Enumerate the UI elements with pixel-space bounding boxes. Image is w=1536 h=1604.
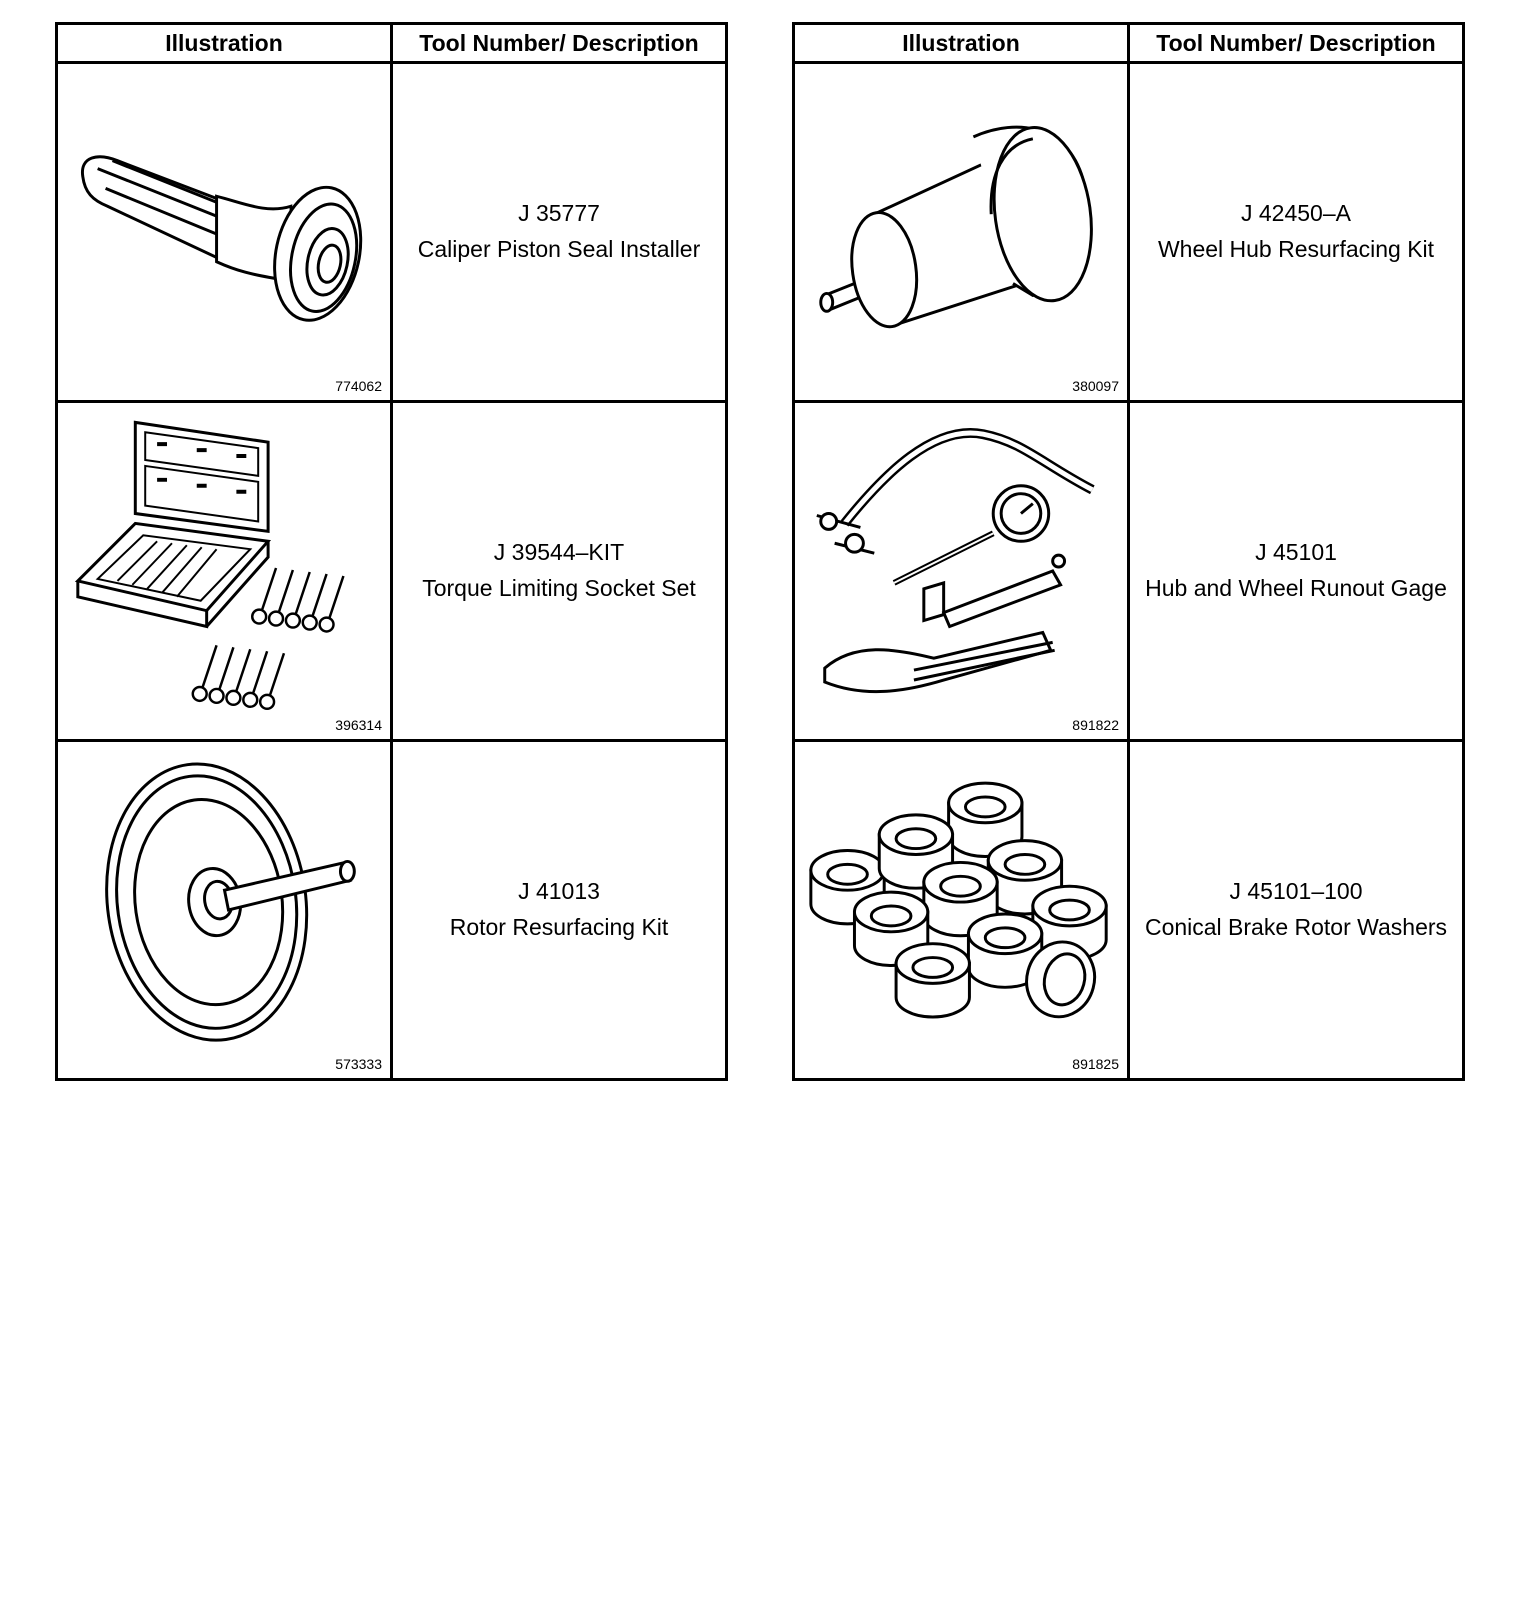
tool-description: Hub and Wheel Runout Gage xyxy=(1145,575,1447,601)
tools-table-left: Illustration Tool Number/ Description 77… xyxy=(55,22,728,1081)
figure-number: 774062 xyxy=(335,378,382,394)
tool-header: Tool Number/ Description xyxy=(390,22,728,64)
tool-number: J 35777 xyxy=(518,200,600,227)
washers-illustration xyxy=(809,781,1108,1019)
table-row: 573333 J 41013 Rotor Resurfacing Kit xyxy=(55,739,728,1081)
tool-header: Tool Number/ Description xyxy=(1127,22,1465,64)
tool-description: Torque Limiting Socket Set xyxy=(422,575,696,601)
tool-cell: J 41013 Rotor Resurfacing Kit xyxy=(390,739,728,1081)
illustration-cell: 380097 xyxy=(792,61,1130,403)
tool-number: J 42450–A xyxy=(1241,200,1351,227)
tool-description: Caliper Piston Seal Installer xyxy=(417,236,701,262)
tool-cell: J 42450–A Wheel Hub Resurfacing Kit xyxy=(1127,61,1465,403)
table-row: 774062 J 35777 Caliper Piston Seal Insta… xyxy=(55,61,728,403)
table-row: 396314 J 39544–KIT Torque Limiting Socke… xyxy=(55,400,728,742)
rotor-kit-illustration xyxy=(105,762,356,1042)
tool-cell: J 45101 Hub and Wheel Runout Gage xyxy=(1127,400,1465,742)
hub-kit-illustration xyxy=(819,125,1093,329)
tool-description: Wheel Hub Resurfacing Kit xyxy=(1157,236,1435,262)
tool-cell: J 45101–100 Conical Brake Rotor Washers xyxy=(1127,739,1465,1081)
tool-cell: J 39544–KIT Torque Limiting Socket Set xyxy=(390,400,728,742)
illustration-cell: 573333 xyxy=(55,739,393,1081)
illustration-header: Illustration xyxy=(55,22,393,64)
socket-set-illustration xyxy=(74,420,345,710)
figure-number: 891822 xyxy=(1072,717,1119,733)
table-row: 891825 J 45101–100 Conical Brake Rotor W… xyxy=(792,739,1465,1081)
tool-description: Conical Brake Rotor Washers xyxy=(1144,914,1448,940)
tool-description: Rotor Resurfacing Kit xyxy=(449,914,669,940)
tool-number: J 45101 xyxy=(1255,539,1337,566)
washer-group xyxy=(809,781,1108,1019)
tool-number: J 45101–100 xyxy=(1229,878,1363,905)
figure-number: 380097 xyxy=(1072,378,1119,394)
illustration-cell: 396314 xyxy=(55,400,393,742)
tool-number: J 39544–KIT xyxy=(493,539,625,566)
tool-number: J 41013 xyxy=(518,878,600,905)
tools-table-right: Illustration Tool Number/ Description 38… xyxy=(792,22,1465,1081)
runout-gage-illustration xyxy=(816,428,1095,694)
illustration-cell: 891822 xyxy=(792,400,1130,742)
figure-number: 573333 xyxy=(335,1056,382,1072)
table-row: 891822 J 45101 Hub and Wheel Runout Gage xyxy=(792,400,1465,742)
figure-number: 891825 xyxy=(1072,1056,1119,1072)
illustration-header: Illustration xyxy=(792,22,1130,64)
seal-installer-illustration xyxy=(81,155,363,322)
header-row: Illustration Tool Number/ Description xyxy=(792,22,1465,64)
illustration-cell: 891825 xyxy=(792,739,1130,1081)
figure-number: 396314 xyxy=(335,717,382,733)
table-row: 380097 J 42450–A Wheel Hub Resurfacing K… xyxy=(792,61,1465,403)
header-row: Illustration Tool Number/ Description xyxy=(55,22,728,64)
illustration-cell: 774062 xyxy=(55,61,393,403)
tool-cell: J 35777 Caliper Piston Seal Installer xyxy=(390,61,728,403)
